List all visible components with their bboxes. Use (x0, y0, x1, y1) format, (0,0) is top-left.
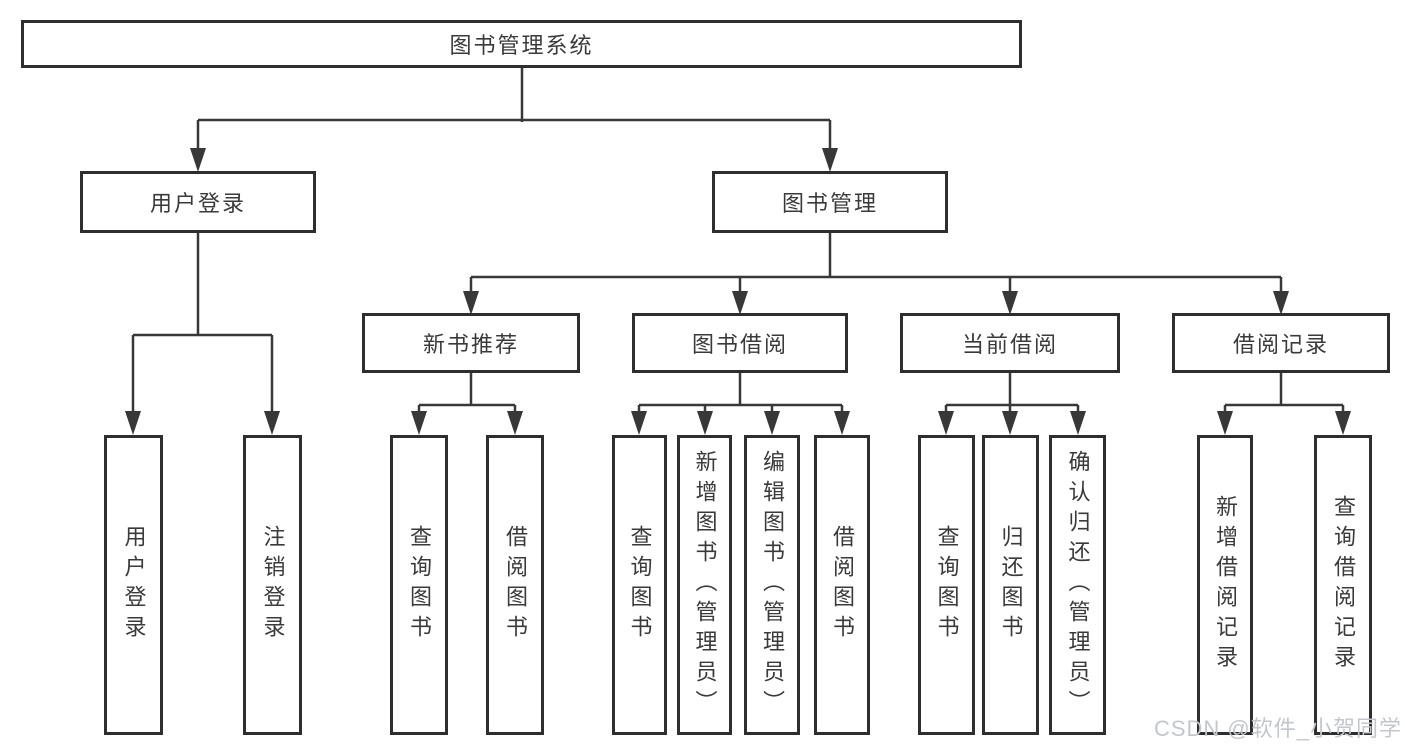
leaf-label: 查询图书 (407, 525, 432, 645)
leaf-confirm-return-admin: 确认归还（管理员） (1049, 435, 1106, 735)
leaf-return-books: 归还图书 (982, 435, 1039, 735)
leaf-label: 用户登录 (121, 525, 147, 645)
leaf-query-books-current: 查询图书 (918, 435, 975, 735)
leaf-label: 查询图书 (627, 525, 653, 645)
node-book-management: 图书管理 (712, 171, 948, 233)
node-book-borrowing: 图书借阅 (632, 313, 848, 373)
node-user-login: 用户登录 (80, 171, 316, 233)
node-root-library-system: 图书管理系统 (21, 20, 1022, 68)
node-current-borrowing: 当前借阅 (900, 313, 1120, 373)
leaf-label: 确认归还（管理员） (1065, 450, 1091, 720)
leaf-label: 借阅图书 (830, 525, 855, 645)
leaf-query-books-borrowing: 查询图书 (612, 435, 667, 735)
node-new-book-recommend: 新书推荐 (362, 313, 580, 373)
leaf-label: 查询借阅记录 (1331, 495, 1356, 675)
leaf-add-borrow-record: 新增借阅记录 (1197, 435, 1253, 735)
leaf-label: 归还图书 (998, 525, 1024, 645)
leaf-borrow-books: 借阅图书 (814, 435, 870, 735)
arrow-down-icons (125, 148, 1351, 435)
leaf-user-login: 用户登录 (104, 435, 163, 735)
leaf-add-book-admin: 新增图书（管理员） (677, 435, 732, 735)
leaf-label: 借阅图书 (503, 525, 528, 645)
leaf-edit-book-admin: 编辑图书（管理员） (744, 435, 800, 735)
node-borrowing-records: 借阅记录 (1172, 313, 1390, 373)
connector-lines (131, 68, 1345, 415)
leaf-borrow-books-recommend: 借阅图书 (486, 435, 544, 735)
leaf-query-books-recommend: 查询图书 (390, 435, 448, 735)
leaf-label: 新增借阅记录 (1213, 495, 1238, 675)
csdn-watermark: CSDN @软件_小贺同学 (1153, 716, 1402, 741)
leaf-label: 查询图书 (934, 525, 960, 645)
leaf-label: 编辑图书（管理员） (760, 450, 785, 720)
leaf-query-borrow-record: 查询借阅记录 (1314, 435, 1372, 735)
leaf-logout: 注销登录 (243, 435, 302, 735)
leaf-label: 新增图书（管理员） (692, 450, 718, 720)
leaf-label: 注销登录 (260, 525, 286, 645)
